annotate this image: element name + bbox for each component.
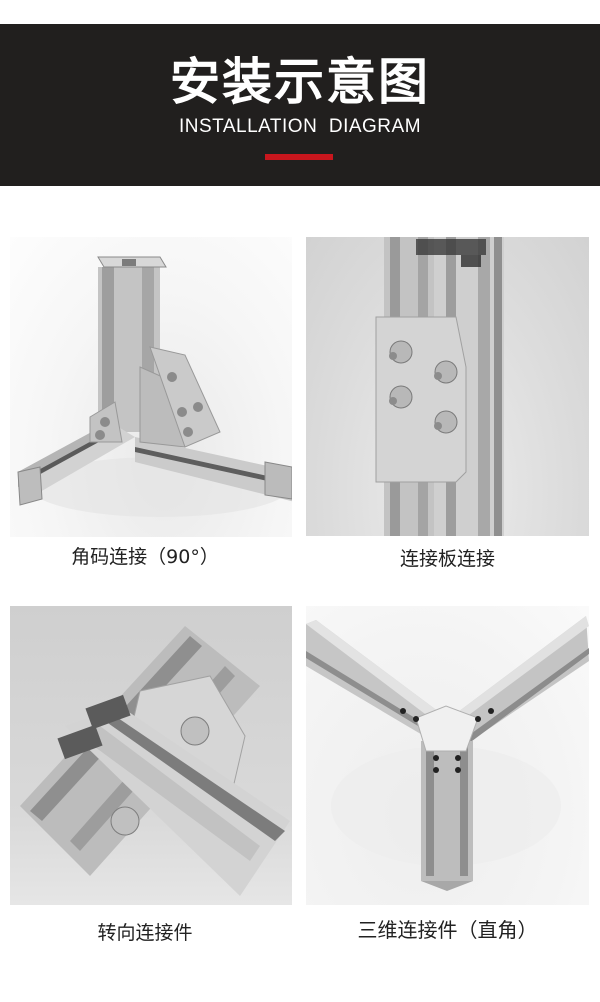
- accent-divider: [265, 154, 333, 160]
- diagram-caption: 连接板连接: [399, 548, 495, 570]
- page-subtitle: INSTALLATION DIAGRAM: [178, 116, 422, 137]
- connecting-plate-connection-image: [306, 237, 589, 536]
- pivot-connector-image: [10, 606, 292, 905]
- page-title: 安装示意图: [170, 53, 430, 111]
- header-banner: 安装示意图 INSTALLATION DIAGRAM: [0, 24, 600, 186]
- 3d-right-angle-connector-image: [306, 606, 589, 905]
- diagram-caption: 转向连接件: [97, 922, 193, 944]
- diagram-caption: 三维连接件（直角）: [357, 918, 538, 942]
- corner-bracket-connection-image: [10, 237, 292, 537]
- diagram-caption: 角码连接（90°）: [71, 546, 219, 568]
